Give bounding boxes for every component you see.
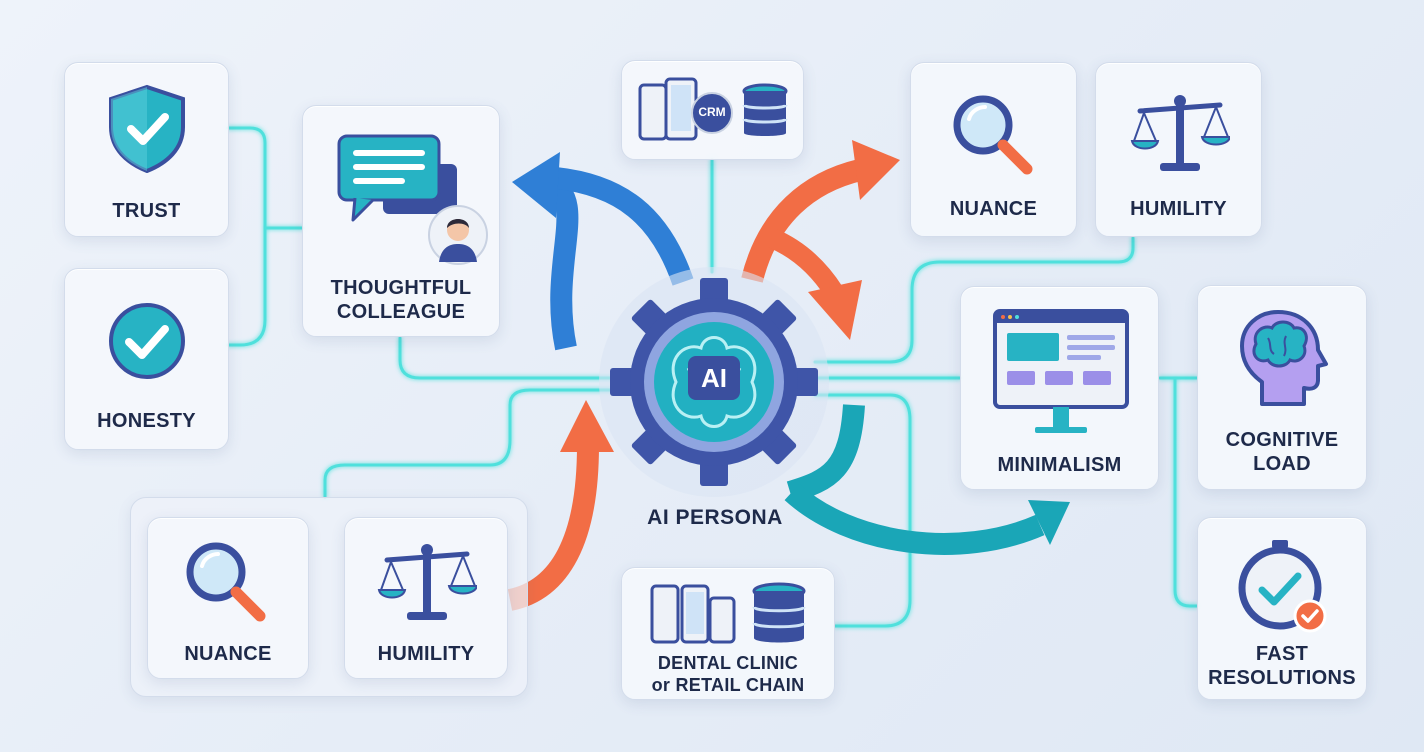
humility-bottom-label: HUMILITY: [377, 643, 475, 665]
nuance-bottom-label: NUANCE: [184, 643, 272, 665]
honesty-label: HONESTY: [97, 410, 196, 432]
check-circle-icon: [109, 303, 185, 379]
dental-label-1: DENTAL CLINIC: [657, 653, 799, 673]
arrow-teal-lower-right: [784, 404, 1070, 555]
database-icon: [742, 83, 788, 136]
honesty-card[interactable]: HONESTY: [64, 268, 229, 450]
fast-label-1: FAST: [1255, 643, 1309, 665]
nuance-top-label: NUANCE: [949, 198, 1038, 220]
humility-top-label: HUMILITY: [1130, 198, 1227, 220]
ai-core-label: AI: [701, 363, 727, 393]
magnifier-icon: [186, 542, 266, 622]
minimalism-card[interactable]: MINIMALISM: [960, 286, 1159, 490]
trust-card[interactable]: TRUST: [64, 62, 229, 237]
arrow-orange-upper-right: [741, 140, 900, 340]
clock-check-icon: [1238, 540, 1327, 633]
trust-label: TRUST: [112, 200, 181, 222]
monitor-icon: [993, 309, 1129, 433]
cognitive-load-card[interactable]: COGNITIVE LOAD: [1197, 285, 1367, 490]
ai-persona-label: AI PERSONA: [647, 506, 783, 529]
avatar-icon: [428, 205, 488, 265]
crm-badge-text: CRM: [698, 105, 726, 119]
dental-label-2: or RETAIL CHAIN: [651, 675, 805, 695]
nuance-card-bottom[interactable]: NUANCE: [147, 517, 309, 679]
thoughtful-colleague-card[interactable]: THOUGHTFUL COLLEAGUE: [302, 105, 500, 337]
scales-icon: [1130, 95, 1230, 171]
cognitive-label-1: COGNITIVE: [1225, 429, 1339, 451]
phone-icon: [638, 77, 698, 141]
center-gear-hub: [599, 267, 829, 497]
chat-bubbles-icon: [337, 134, 457, 222]
crm-icon: [691, 92, 733, 134]
minimalism-label: MINIMALISM: [997, 454, 1122, 476]
humility-card-bottom[interactable]: HUMILITY: [344, 517, 508, 679]
scales-icon: [377, 544, 477, 620]
database-icon: [752, 582, 806, 643]
shield-check-icon: [109, 84, 185, 173]
crm-systems-card[interactable]: CRM: [621, 60, 804, 160]
colleague-label-2: COLLEAGUE: [336, 301, 466, 323]
phone-icon: [650, 584, 736, 644]
colleague-label-1: THOUGHTFUL: [330, 277, 472, 299]
nuance-card-top[interactable]: NUANCE: [910, 62, 1077, 237]
humility-card-top[interactable]: HUMILITY: [1095, 62, 1262, 237]
dental-retail-card[interactable]: DENTAL CLINIC or RETAIL CHAIN: [621, 567, 835, 700]
magnifier-icon: [953, 95, 1033, 175]
brain-head-icon: [1240, 310, 1328, 406]
cognitive-label-2: LOAD: [1253, 453, 1311, 475]
fast-label-2: RESOLUTIONS: [1208, 667, 1356, 689]
arrow-blue-upper-left: [512, 152, 694, 351]
fast-resolutions-card[interactable]: FAST RESOLUTIONS: [1197, 517, 1367, 700]
connector-lines: [226, 126, 1199, 628]
